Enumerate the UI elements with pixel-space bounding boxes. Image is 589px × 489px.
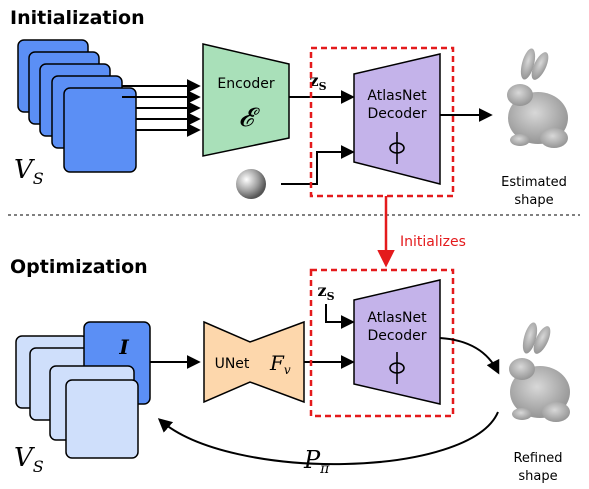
unet-symbol: Fv xyxy=(269,351,291,377)
z-label-bottom: zS xyxy=(317,281,334,303)
template-sphere xyxy=(236,169,266,199)
projection-label: Pπ xyxy=(303,446,330,477)
view-card xyxy=(65,379,139,459)
decoder-highlight-top xyxy=(309,46,455,198)
encoder-title: Encoder xyxy=(217,76,274,92)
unet-title: UNet xyxy=(215,356,250,372)
image-label: I xyxy=(118,335,129,359)
rendered-views-stack xyxy=(15,321,151,459)
bunny-estimated-icon xyxy=(507,48,568,148)
views-label-bottom: VS xyxy=(14,443,44,476)
decoder-line2-top: Decoder xyxy=(368,106,427,122)
decoder-highlight-bottom xyxy=(309,268,455,418)
refined-shape-line2: shape xyxy=(518,469,557,484)
view-card xyxy=(63,87,137,173)
decoder-to-shape-arrow-bottom xyxy=(439,337,500,375)
estimated-shape-line2: shape xyxy=(514,193,553,208)
optimization-title: Optimization xyxy=(10,256,148,278)
decoder-phi-icon xyxy=(389,352,405,384)
encoder-block xyxy=(202,43,290,157)
refined-shape-line1: Refined xyxy=(513,451,562,466)
decoder-block-bottom xyxy=(353,279,441,405)
initializes-label: Initializes xyxy=(400,234,466,250)
decoder-phi-icon xyxy=(389,132,405,164)
views-label: VS xyxy=(14,155,44,188)
bunny-refined-icon xyxy=(509,322,570,422)
views-to-encoder-arrows xyxy=(122,79,201,137)
decoder-block-top xyxy=(353,53,441,185)
z-to-decoder-arrow xyxy=(325,304,355,329)
sphere-to-decoder-arrow xyxy=(281,145,355,185)
input-views-stack xyxy=(17,39,137,173)
decoder-line1-top: AtlasNet xyxy=(367,88,427,104)
decoder-line2-bottom: Decoder xyxy=(368,328,427,344)
projection-arrow xyxy=(157,411,499,466)
estimated-shape-line1: Estimated xyxy=(501,175,567,190)
unet-block xyxy=(203,320,305,404)
z-label-top: zS xyxy=(309,71,326,93)
decoder-line1-bottom: AtlasNet xyxy=(367,310,427,326)
initialization-title: Initialization xyxy=(10,7,145,29)
